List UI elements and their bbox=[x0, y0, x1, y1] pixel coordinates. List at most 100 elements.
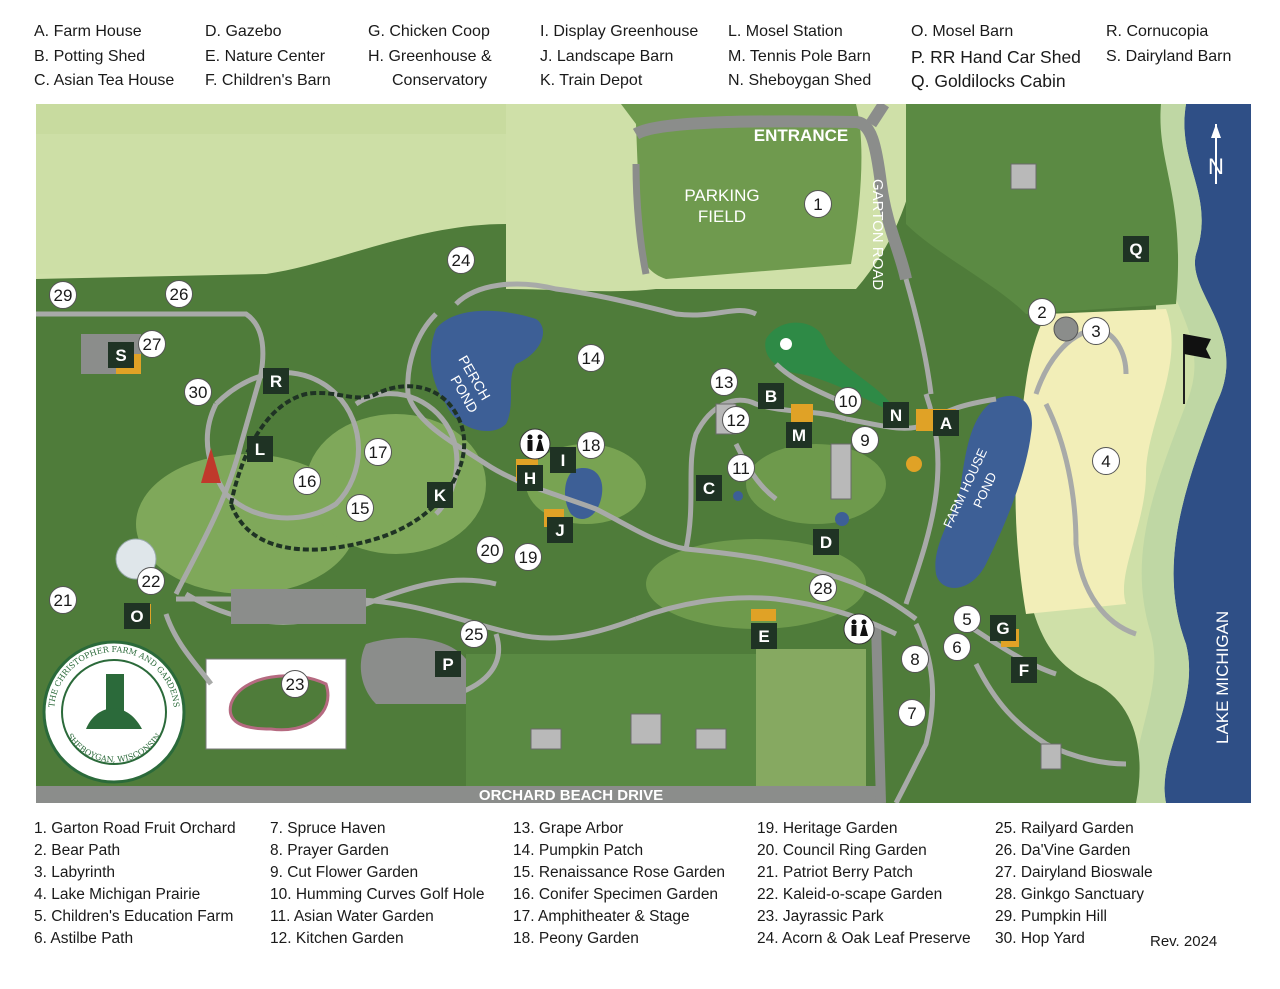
garden-marker-16[interactable]: 16 bbox=[293, 467, 321, 495]
restroom-icon[interactable] bbox=[519, 428, 551, 460]
building-marker-l[interactable]: L bbox=[247, 436, 273, 462]
marker-circle bbox=[1092, 447, 1120, 475]
building-marker-d[interactable]: D bbox=[813, 529, 839, 555]
marker-circle bbox=[577, 344, 605, 372]
legend-item: S. Dairyland Barn bbox=[1106, 47, 1232, 65]
garden-marker-3[interactable]: 3 bbox=[1082, 317, 1110, 345]
restroom-icon[interactable] bbox=[843, 613, 875, 645]
garden-marker-6[interactable]: 6 bbox=[943, 633, 971, 661]
garden-marker-5[interactable]: 5 bbox=[953, 605, 981, 633]
building-marker-q[interactable]: Q bbox=[1123, 236, 1149, 262]
garden-marker-24[interactable]: 24 bbox=[447, 246, 475, 274]
legend-item: N. Sheboygan Shed bbox=[728, 72, 872, 89]
parking-field bbox=[621, 104, 862, 279]
building-marker-j[interactable]: J bbox=[547, 517, 573, 543]
legend-item: 17. Amphitheater & Stage bbox=[513, 908, 690, 925]
garden-marker-18[interactable]: 18 bbox=[577, 431, 605, 459]
building-marker-p[interactable]: P bbox=[435, 651, 461, 677]
building-marker-g[interactable]: G bbox=[990, 615, 1016, 641]
building-marker-r[interactable]: R bbox=[263, 368, 289, 394]
garden-marker-23[interactable]: 23 bbox=[281, 670, 309, 698]
garden-marker-15[interactable]: 15 bbox=[346, 494, 374, 522]
garden-marker-7[interactable]: 7 bbox=[898, 699, 926, 727]
garden-marker-28[interactable]: 28 bbox=[809, 574, 837, 602]
legend-item: 4. Lake Michigan Prairie bbox=[34, 886, 201, 903]
logo-arch-icon bbox=[86, 708, 142, 729]
marker-circle bbox=[460, 620, 488, 648]
garden-marker-9[interactable]: 9 bbox=[851, 426, 879, 454]
garden-marker-8[interactable]: 8 bbox=[901, 645, 929, 673]
building-marker-s[interactable]: S bbox=[108, 342, 134, 368]
garden-marker-12[interactable]: 12 bbox=[722, 406, 750, 434]
garden-marker-21[interactable]: 21 bbox=[49, 586, 77, 614]
garden-map[interactable]: ENTRANCE PARKING FIELD GARTON ROAD PERCH… bbox=[36, 104, 1251, 803]
marker-circle bbox=[49, 281, 77, 309]
legend-column: 25. Railyard Garden 26. Da'Vine Garden 2… bbox=[995, 818, 1153, 950]
legend-column: I. Display Greenhouse J. Landscape Barn … bbox=[540, 20, 698, 94]
garden-marker-19[interactable]: 19 bbox=[514, 543, 542, 571]
legend-item: 14. Pumpkin Patch bbox=[513, 842, 644, 859]
building-marker-h[interactable]: H bbox=[517, 465, 543, 491]
teepee-icon bbox=[201, 448, 221, 483]
marker-square bbox=[550, 447, 576, 473]
building-marker-k[interactable]: K bbox=[427, 482, 453, 508]
marker-letter: O bbox=[130, 607, 143, 626]
marker-number: 14 bbox=[582, 349, 601, 368]
garden-marker-4[interactable]: 4 bbox=[1092, 447, 1120, 475]
building-marker-a[interactable]: A bbox=[933, 410, 959, 436]
marker-letter: K bbox=[434, 486, 447, 505]
marker-circle bbox=[514, 543, 542, 571]
marker-number: 9 bbox=[860, 431, 869, 450]
garden-marker-10[interactable]: 10 bbox=[834, 387, 862, 415]
marker-letter: B bbox=[765, 387, 777, 406]
marker-number: 13 bbox=[715, 373, 734, 392]
garden-marker-20[interactable]: 20 bbox=[476, 536, 504, 564]
legend-item: 19. Heritage Garden bbox=[757, 820, 898, 837]
garden-marker-29[interactable]: 29 bbox=[49, 281, 77, 309]
marker-number: 24 bbox=[452, 251, 471, 270]
flag-icon bbox=[1184, 334, 1211, 359]
building-marker-b[interactable]: B bbox=[758, 383, 784, 409]
marker-letter: H bbox=[524, 469, 536, 488]
marker-number: 17 bbox=[369, 443, 388, 462]
garden-marker-26[interactable]: 26 bbox=[165, 280, 193, 308]
legend-item: 30. Hop Yard bbox=[995, 930, 1085, 947]
legend-item: J. Landscape Barn bbox=[540, 47, 674, 65]
legend-item: 15. Renaissance Rose Garden bbox=[513, 864, 725, 881]
garden-marker-14[interactable]: 14 bbox=[577, 344, 605, 372]
legend-item: A. Farm House bbox=[34, 23, 142, 40]
marker-number: 30 bbox=[189, 383, 208, 402]
garden-marker-11[interactable]: 11 bbox=[727, 454, 755, 482]
building-marker-f[interactable]: F bbox=[1011, 657, 1037, 683]
legend-item: 1. Garton Road Fruit Orchard bbox=[34, 820, 236, 837]
marker-square bbox=[427, 482, 453, 508]
garden-marker-13[interactable]: 13 bbox=[710, 368, 738, 396]
marker-letter: G bbox=[996, 619, 1009, 638]
legend-item: 23. Jayrassic Park bbox=[757, 908, 884, 925]
service-road bbox=[871, 623, 886, 803]
marker-number: 5 bbox=[962, 610, 971, 629]
marker-circle bbox=[138, 330, 166, 358]
building-marker-c[interactable]: C bbox=[696, 475, 722, 501]
legend-item: 20. Council Ring Garden bbox=[757, 842, 927, 859]
christopher-farm-logo: THE CHRISTOPHER FARM AND GARDENS SHEBOYG… bbox=[42, 640, 186, 784]
building-marker-e[interactable]: E bbox=[751, 623, 777, 649]
garden-marker-1[interactable]: 1 bbox=[804, 190, 832, 218]
marker-circle bbox=[804, 190, 832, 218]
marker-square bbox=[108, 342, 134, 368]
garden-marker-27[interactable]: 27 bbox=[138, 330, 166, 358]
building-marker-m[interactable]: M bbox=[786, 422, 812, 448]
building-marker-o[interactable]: O bbox=[124, 603, 150, 629]
marker-square bbox=[1011, 657, 1037, 683]
map-canvas[interactable]: ENTRANCE PARKING FIELD GARTON ROAD PERCH… bbox=[36, 104, 1251, 803]
garden-marker-25[interactable]: 25 bbox=[460, 620, 488, 648]
garden-marker-22[interactable]: 22 bbox=[137, 567, 165, 595]
legend-item: B. Potting Shed bbox=[34, 47, 146, 65]
lake-michigan-label: LAKE MICHIGAN bbox=[1213, 611, 1232, 744]
building-marker-i[interactable]: I bbox=[550, 447, 576, 473]
garden-marker-2[interactable]: 2 bbox=[1028, 298, 1056, 326]
garden-marker-30[interactable]: 30 bbox=[184, 378, 212, 406]
garden-marker-17[interactable]: 17 bbox=[364, 438, 392, 466]
building-marker-n[interactable]: N bbox=[883, 402, 909, 428]
